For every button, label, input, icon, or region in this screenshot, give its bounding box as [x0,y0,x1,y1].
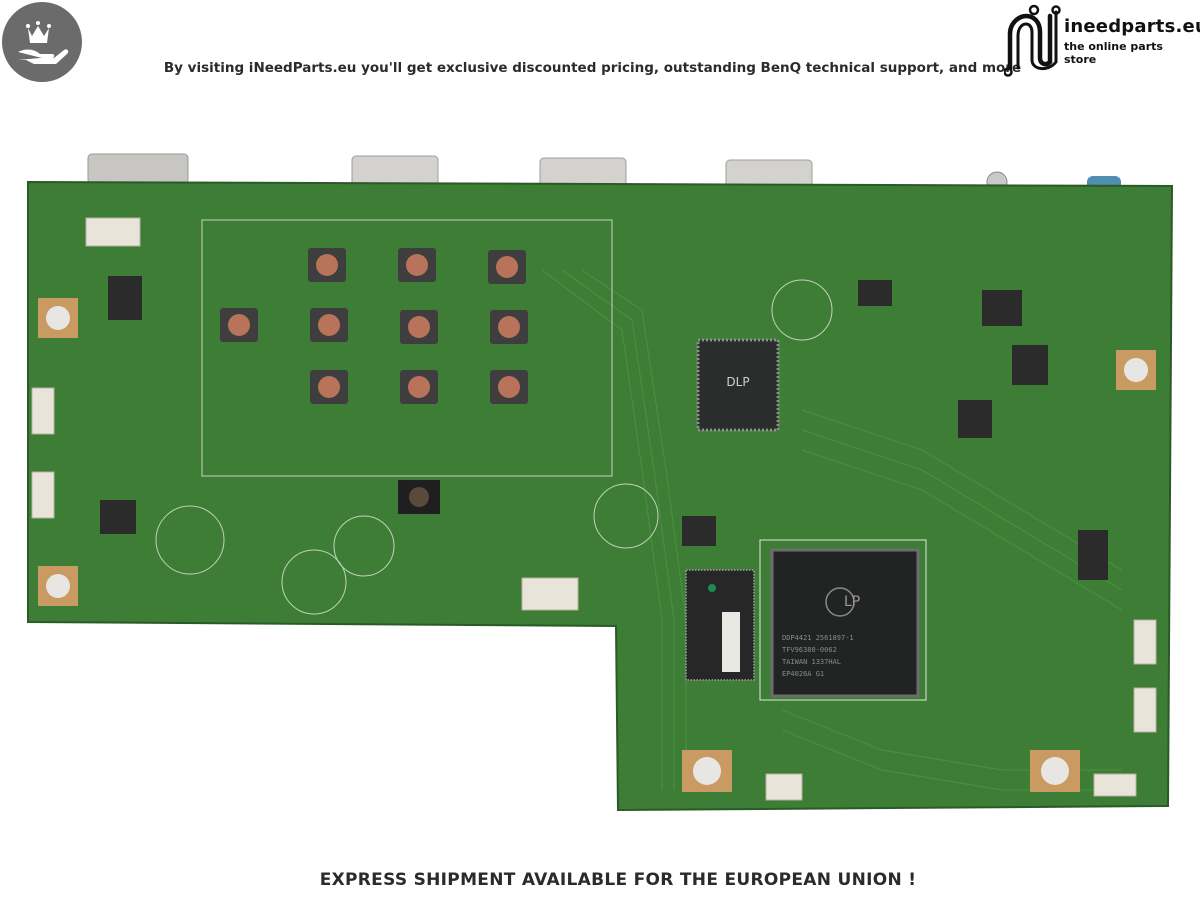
white-connectors [31,217,1157,801]
footer-shipping-note: EXPRESS SHIPMENT AVAILABLE FOR THE EUROP… [319,870,917,890]
inductor-core [409,487,429,507]
logo-name: ineedparts.eu [1064,16,1200,37]
tactile-buttons [220,248,528,404]
svg-text:DDP4421 2561897-1: DDP4421 2561897-1 [782,634,854,642]
svg-text:DLP: DLP [726,375,749,389]
svg-text:TAIWAN 1337HAL: TAIWAN 1337HAL [782,658,841,666]
pcb-substrate [27,180,1174,812]
memory-chip [685,569,755,681]
pcb-board-photo: DLP LP DDP4421 2561897-1 TFV96380-0062 T… [27,153,1174,812]
small-ics [100,276,1108,580]
header-tagline: By visiting iNeedParts.eu you'll get exc… [163,60,1022,76]
svg-text:TFV96380-0062: TFV96380-0062 [782,646,837,654]
mounting-pads [38,298,1156,792]
dlp-main-chip: LP DDP4421 2561897-1 TFV96380-0062 TAIWA… [759,539,927,701]
svg-text:EP4026A G1: EP4026A G1 [782,670,824,678]
silkscreen-circles [155,279,833,615]
crown-hand-icon [18,21,69,64]
ineedparts-logo-icon [1004,4,1061,77]
dlp-controller-chip-small: DLP [696,338,780,432]
ineedparts-logo[interactable]: ineedparts.eu the online parts store [1004,2,1200,78]
svg-text:LP: LP [844,594,860,610]
logo-subtitle: the online parts store [1064,40,1163,66]
crown-hand-badge [2,2,82,82]
